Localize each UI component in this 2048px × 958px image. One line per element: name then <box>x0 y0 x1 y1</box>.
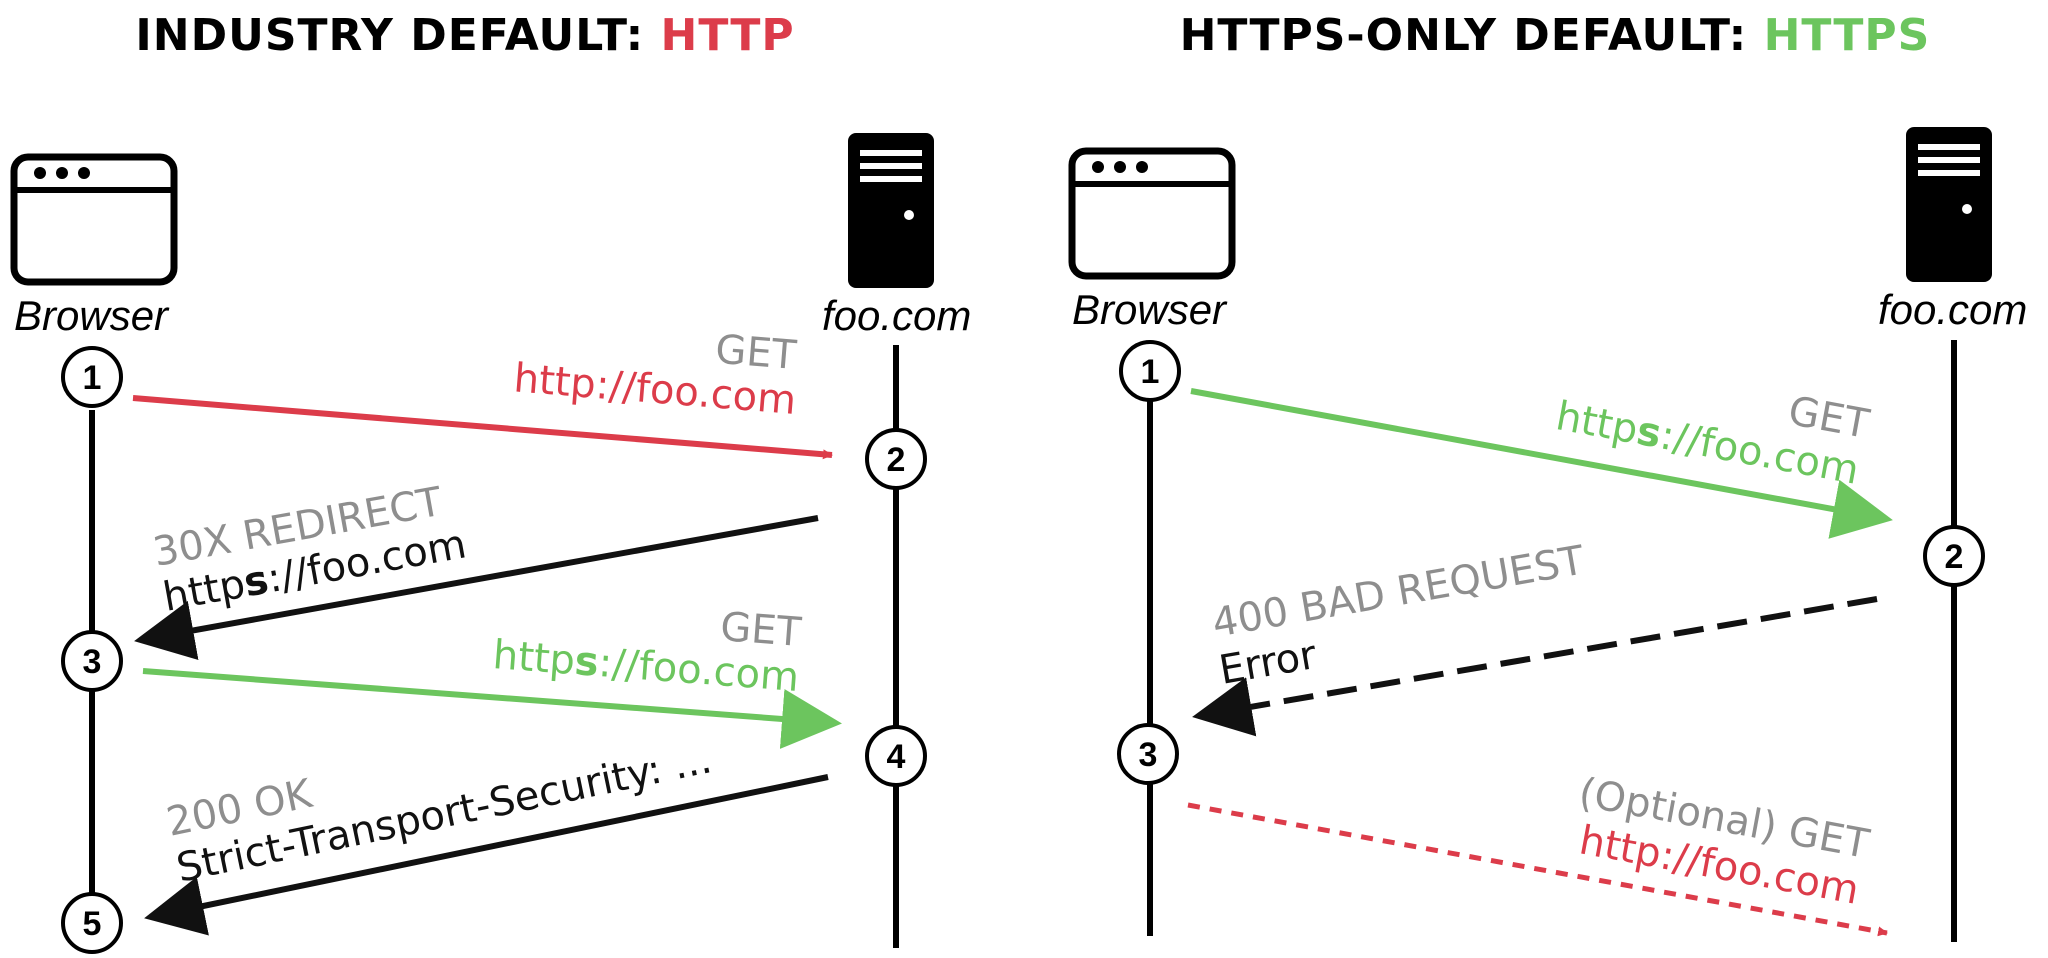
browser-window-icon <box>1068 147 1236 280</box>
right-title-highlight: HTTPS <box>1764 10 1931 61</box>
step-1: 1 <box>1119 340 1181 402</box>
step-4: 4 <box>865 725 927 787</box>
arrow-200-ok <box>144 774 829 936</box>
server-label: foo.com <box>1878 286 2027 333</box>
arrow-get-https <box>1190 388 1893 539</box>
svg-text:1: 1 <box>1141 353 1160 391</box>
server-tower-icon <box>848 133 934 288</box>
msg-2-status: 400 BAD REQUEST <box>1209 537 1588 646</box>
arrow-get-https <box>142 668 842 749</box>
browser-label: Browser <box>1072 286 1228 333</box>
left-title-prefix: INDUSTRY DEFAULT: <box>135 10 660 61</box>
left-panel: INDUSTRY DEFAULT: HTTP Browser foo.com <box>10 10 971 954</box>
left-title-highlight: HTTP <box>661 10 795 61</box>
right-panel-title: HTTPS-ONLY DEFAULT: HTTPS <box>1180 10 1931 61</box>
step-1: 1 <box>61 346 123 408</box>
step-3: 3 <box>61 630 123 692</box>
browser-window-icon <box>10 153 178 286</box>
step-2: 2 <box>865 428 927 490</box>
svg-text:4: 4 <box>887 738 906 776</box>
svg-text:1: 1 <box>83 359 102 397</box>
msg-3-method: GET <box>719 604 803 656</box>
svg-text:5: 5 <box>83 905 102 943</box>
step-2: 2 <box>1923 525 1985 587</box>
browser-label: Browser <box>14 292 170 339</box>
svg-text:3: 3 <box>1139 736 1158 774</box>
arrow-redirect <box>134 515 819 660</box>
server-label: foo.com <box>822 292 971 339</box>
step-5: 5 <box>61 892 123 954</box>
arrow-optional-get-http <box>1187 802 1888 937</box>
left-panel-title: INDUSTRY DEFAULT: HTTP <box>135 10 794 61</box>
svg-text:2: 2 <box>887 441 906 479</box>
svg-text:2: 2 <box>1945 538 1964 576</box>
arrow-get-http <box>132 395 833 460</box>
step-3: 3 <box>1117 723 1179 785</box>
right-title-prefix: HTTPS-ONLY DEFAULT: <box>1180 10 1764 61</box>
server-tower-icon <box>1906 127 1992 282</box>
arrow-400-bad-request <box>1192 596 1878 737</box>
msg-1-method: GET <box>714 327 799 379</box>
svg-text:3: 3 <box>83 643 102 681</box>
right-panel: HTTPS-ONLY DEFAULT: HTTPS Browser foo.co… <box>1068 10 2027 942</box>
